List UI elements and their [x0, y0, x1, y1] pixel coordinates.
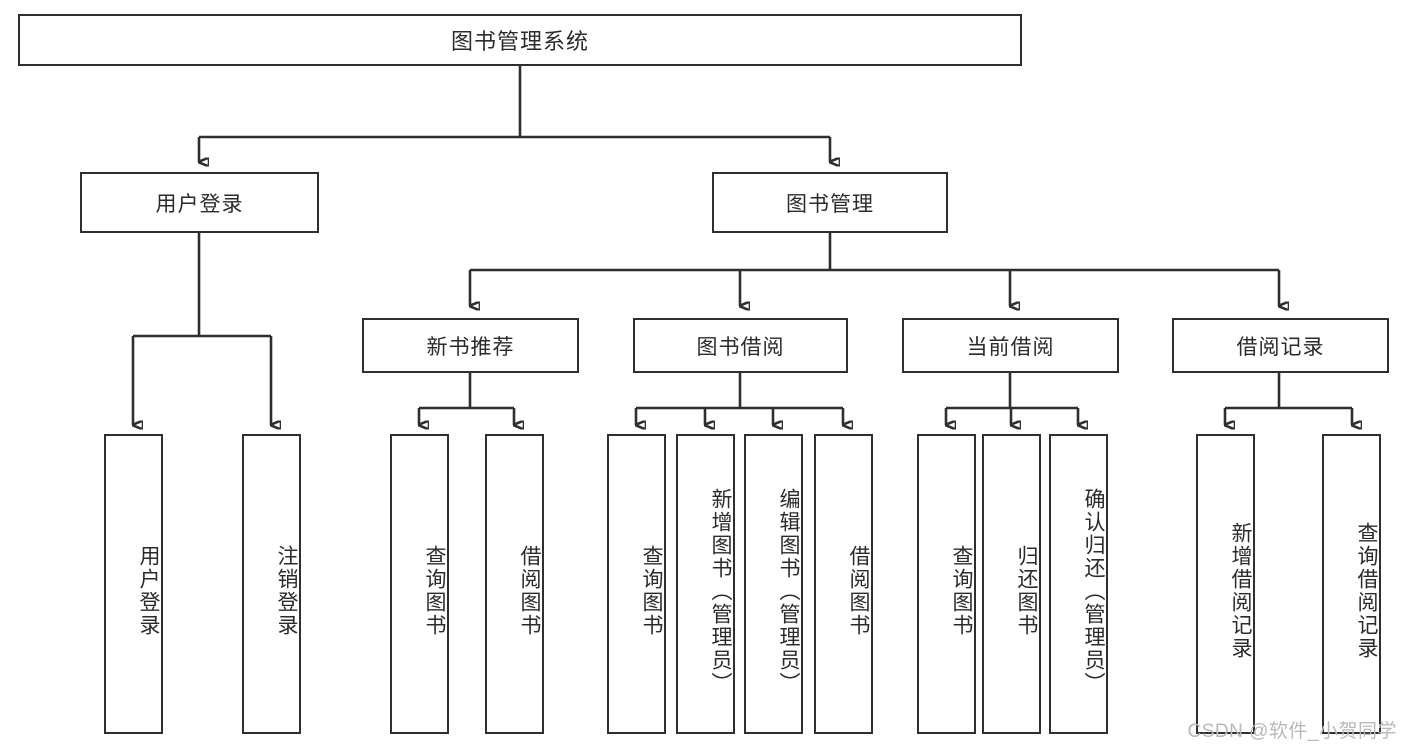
leaf-user-login[interactable]: 用户登录 — [104, 434, 163, 734]
node-label: 用户登录 — [137, 545, 160, 637]
leaf-add-borrow-record[interactable]: 新增借阅记录 — [1196, 434, 1255, 734]
node-label: 查询图书 — [423, 545, 446, 637]
node-label: 当前借阅 — [966, 335, 1055, 359]
node-label: 确认归还（管理员） — [1082, 487, 1105, 695]
node-new-book-recommend[interactable]: 新书推荐 — [362, 318, 579, 373]
node-root-book-management-system[interactable]: 图书管理系统 — [18, 14, 1022, 66]
leaf-edit-book-admin[interactable]: 编辑图书（管理员） — [744, 434, 803, 734]
watermark-text: CSDN @软件_小贺同学 — [1187, 721, 1397, 742]
node-label: 图书管理 — [786, 192, 874, 216]
node-label: 查询图书 — [640, 545, 663, 637]
node-label: 编辑图书（管理员） — [777, 487, 800, 695]
node-label: 借阅图书 — [847, 545, 870, 637]
node-label: 新增借阅记录 — [1229, 522, 1252, 660]
leaf-borrow-book-recommend[interactable]: 借阅图书 — [485, 434, 544, 734]
node-label: 图书管理系统 — [450, 29, 589, 54]
leaf-user-logout[interactable]: 注销登录 — [242, 434, 301, 734]
node-label: 查询借阅记录 — [1355, 522, 1378, 660]
node-label: 借阅记录 — [1236, 335, 1325, 359]
node-book-management[interactable]: 图书管理 — [712, 172, 948, 233]
leaf-confirm-return-admin[interactable]: 确认归还（管理员） — [1049, 434, 1108, 734]
node-label: 新书推荐 — [426, 335, 515, 359]
node-label: 图书借阅 — [696, 335, 785, 359]
node-current-borrow[interactable]: 当前借阅 — [902, 318, 1119, 373]
leaf-query-book-recommend[interactable]: 查询图书 — [390, 434, 449, 734]
node-user-login[interactable]: 用户登录 — [80, 172, 319, 233]
node-book-borrow[interactable]: 图书借阅 — [633, 318, 848, 373]
node-borrow-record[interactable]: 借阅记录 — [1172, 318, 1389, 373]
node-label: 查询图书 — [950, 545, 973, 637]
leaf-query-borrow-record[interactable]: 查询借阅记录 — [1322, 434, 1381, 734]
node-label: 用户登录 — [155, 192, 244, 216]
leaf-borrow-book[interactable]: 借阅图书 — [814, 434, 873, 734]
leaf-query-book-borrow[interactable]: 查询图书 — [607, 434, 666, 734]
node-label: 借阅图书 — [518, 545, 541, 637]
leaf-add-book-admin[interactable]: 新增图书（管理员） — [676, 434, 735, 734]
node-label: 新增图书（管理员） — [709, 487, 732, 695]
leaf-return-book[interactable]: 归还图书 — [982, 434, 1041, 734]
node-label: 归还图书 — [1015, 545, 1038, 637]
leaf-query-book-current[interactable]: 查询图书 — [917, 434, 976, 734]
node-label: 注销登录 — [275, 545, 298, 637]
